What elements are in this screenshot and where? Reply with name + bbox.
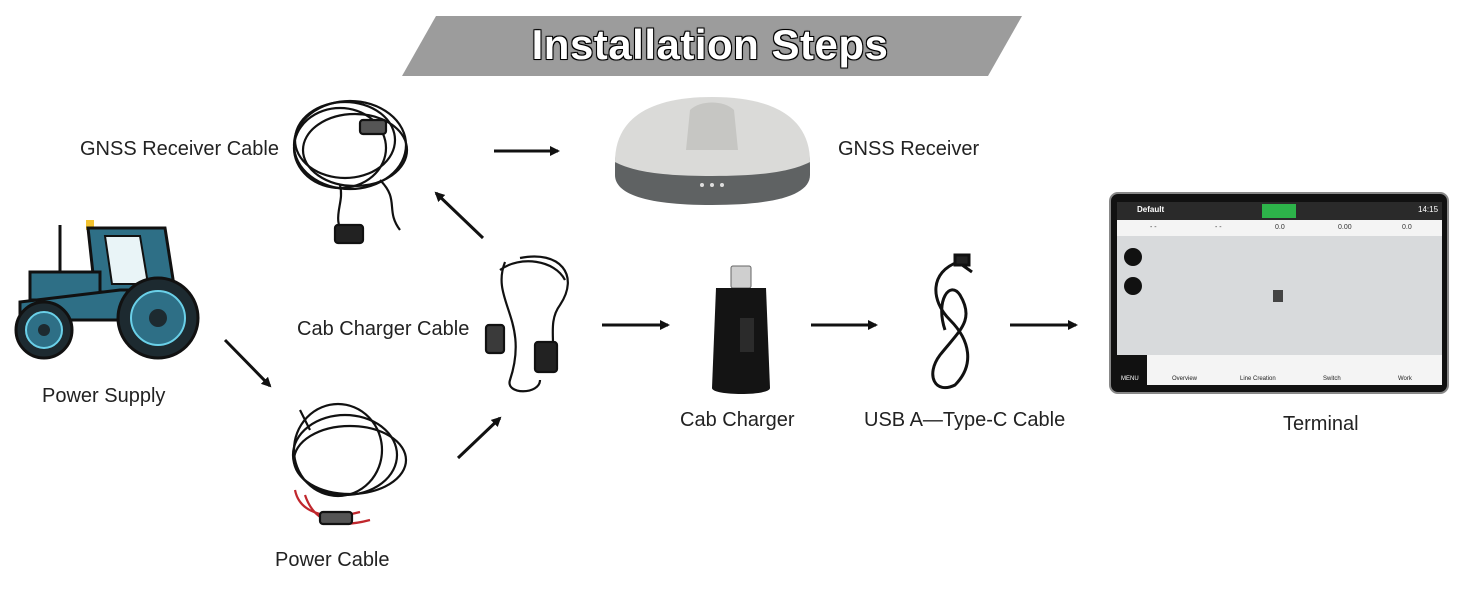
terminal-profile: Default xyxy=(1137,205,1165,214)
terminal-menu-line-creation: Line Creation xyxy=(1240,376,1276,382)
arrow-charger-cable-to-gnss-cable xyxy=(434,191,485,240)
terminal-status-5: 0.0 xyxy=(1402,224,1412,231)
tractor-icon xyxy=(14,220,200,360)
label-power-cable: Power Cable xyxy=(275,549,390,571)
terminal-menu-overview: Overview xyxy=(1172,376,1198,382)
label-usb-cable: USB A—Type-C Cable xyxy=(864,409,1066,431)
terminal-menu-work: Work xyxy=(1398,376,1412,382)
terminal-status-2: - - xyxy=(1215,224,1222,231)
arrow-power-to-power-cable xyxy=(223,338,272,388)
power-cable-image xyxy=(291,402,408,526)
arrow-power-cable-to-charger-cable xyxy=(456,416,502,460)
page-title: Installation Steps xyxy=(531,21,889,68)
terminal-menu-button: MENU xyxy=(1121,376,1139,382)
terminal-status-4: 0.00 xyxy=(1338,224,1352,231)
gnss-receiver-cable-image xyxy=(292,99,409,245)
terminal-time: 14:15 xyxy=(1418,205,1439,214)
label-cab-charger: Cab Charger xyxy=(680,409,795,431)
title-banner xyxy=(402,16,1022,76)
label-power-supply: Power Supply xyxy=(42,385,166,407)
label-terminal: Terminal xyxy=(1283,413,1359,435)
label-gnss-receiver-cable: GNSS Receiver Cable xyxy=(80,138,279,160)
terminal-device xyxy=(1109,192,1449,394)
terminal-status-1: - - xyxy=(1150,224,1157,231)
terminal-menu-switch: Switch xyxy=(1323,376,1341,382)
label-cab-charger-cable: Cab Charger Cable xyxy=(297,318,470,340)
terminal-status-3: 0.0 xyxy=(1275,224,1285,231)
cab-charger-cable-image xyxy=(484,255,569,393)
label-gnss-receiver: GNSS Receiver xyxy=(838,138,980,160)
gnss-receiver-image xyxy=(615,97,810,205)
cab-charger-image xyxy=(712,265,770,394)
usb-cable-image xyxy=(931,253,973,390)
